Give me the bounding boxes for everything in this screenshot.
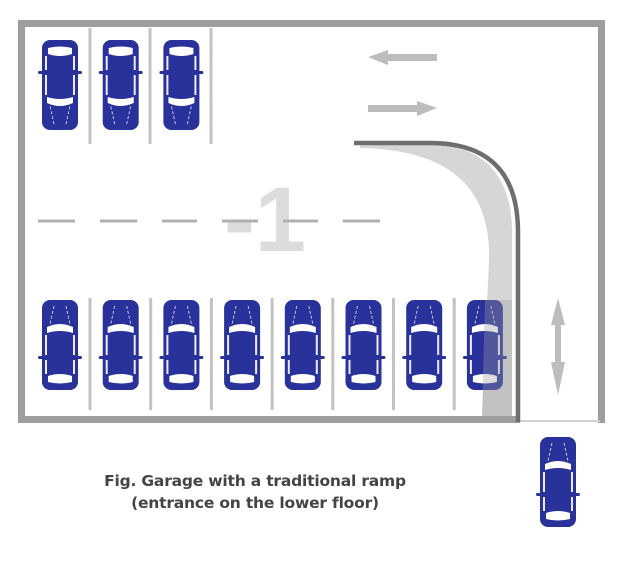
car-topview-icon	[98, 299, 144, 391]
car-topview-icon	[158, 299, 204, 391]
arrow-left-icon	[368, 50, 437, 65]
garage-walls	[18, 20, 605, 423]
car-topview-icon	[401, 299, 447, 391]
car-topview-icon	[158, 39, 204, 131]
entrance-threshold	[520, 420, 600, 422]
wall-bottom	[18, 416, 520, 423]
ramp-overlay	[482, 300, 512, 416]
car-topview-icon	[98, 39, 144, 131]
car-topview-icon	[37, 299, 83, 391]
caption-line-2: (entrance on the lower floor)	[131, 494, 379, 512]
car-topview-icon	[280, 299, 326, 391]
wall-left	[18, 20, 25, 423]
car-topview-icon	[219, 299, 265, 391]
wall-top	[18, 20, 605, 27]
ramp-wall	[354, 140, 521, 422]
car-topview-icon	[37, 39, 83, 131]
top-parking-row	[37, 39, 204, 131]
wall-right	[598, 20, 605, 423]
car-topview-icon	[535, 436, 581, 528]
bottom-stall-dividers	[88, 298, 456, 410]
double-arrow-vertical-icon	[551, 298, 565, 395]
figure-caption: Fig. Garage with a traditional ramp (ent…	[60, 470, 450, 514]
top-stall-dividers	[88, 28, 213, 144]
caption-line-1: Fig. Garage with a traditional ramp	[104, 472, 406, 490]
arrow-right-icon	[368, 101, 437, 116]
entering-car	[535, 436, 581, 528]
car-topview-icon	[341, 299, 386, 391]
